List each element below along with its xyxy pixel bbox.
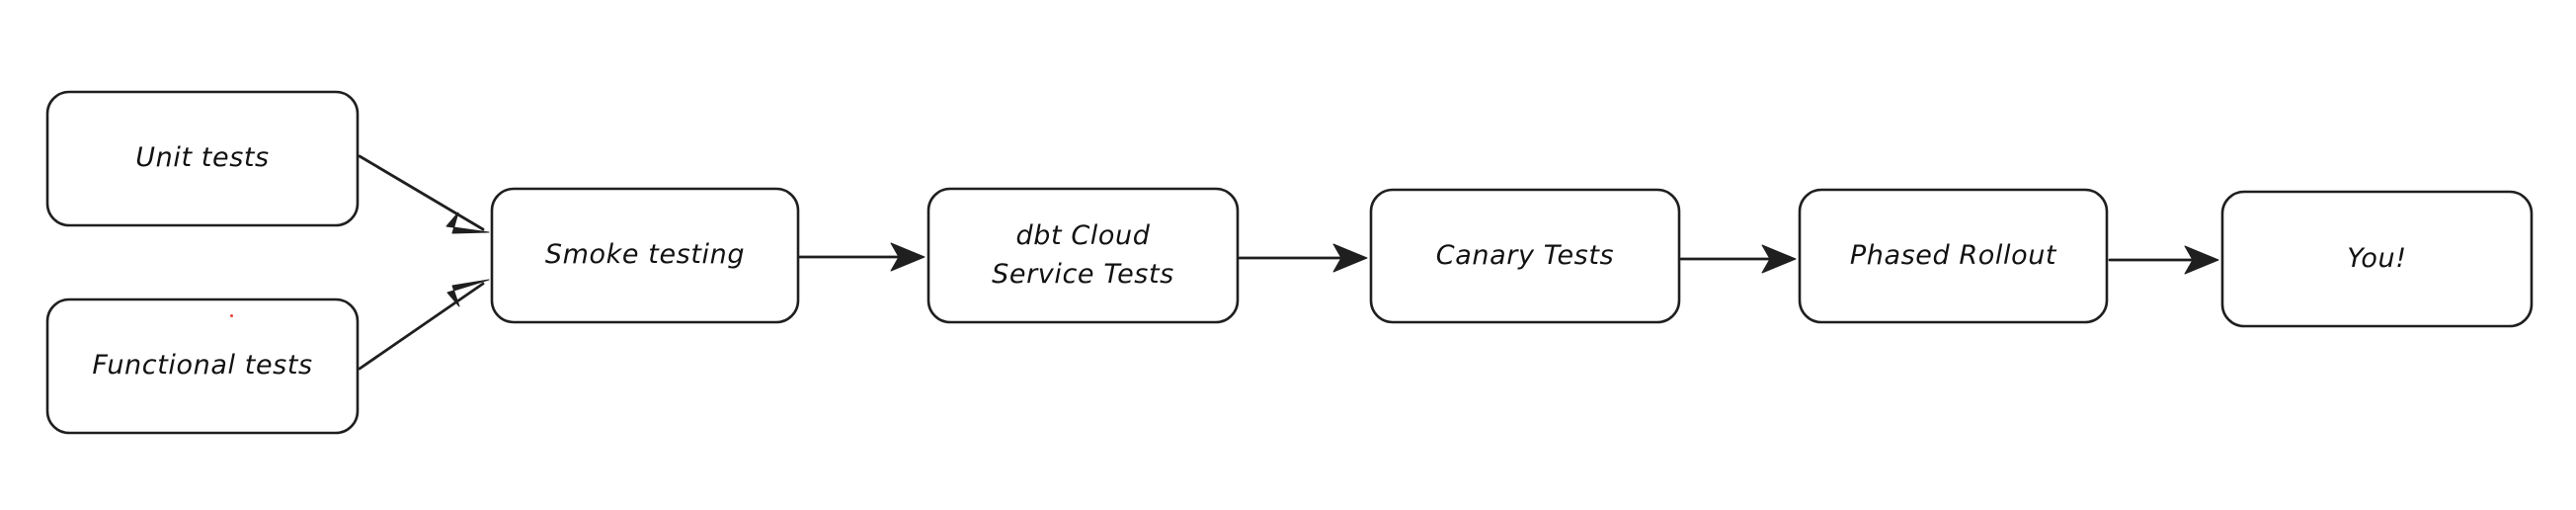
arrowhead-smoke-to-dbt [890,242,926,272]
edge-canary-to-phased [1679,244,1797,274]
arrowhead-canary-to-phased [1761,244,1797,274]
edges [358,154,2219,371]
edge-unit-to-smoke [358,154,490,234]
arrowhead-dbt-to-canary [1332,243,1368,273]
edge-functional-to-smoke [358,279,490,371]
node-shape-canary-tests[interactable] [1369,188,1681,324]
arrowhead-phased-to-you [2184,245,2219,275]
edge-dbt-to-canary [1238,243,1368,273]
arrowhead-functional-to-smoke [446,279,490,307]
node-shape-phased-rollout[interactable] [1798,188,2109,324]
render-artifact-dot [230,314,233,317]
edge-line-functional-to-smoke [358,282,485,371]
node-shape-functional-tests[interactable] [45,298,360,435]
edge-phased-to-you [2108,245,2219,275]
node-shape-unit-tests[interactable] [45,90,360,227]
node-shapes [45,90,2534,435]
node-shape-smoke-testing[interactable] [490,187,800,324]
edge-line-unit-to-smoke [358,154,485,231]
arrowhead-unit-to-smoke [445,212,490,234]
edge-smoke-to-dbt [798,242,926,272]
node-shape-you[interactable] [2220,190,2534,328]
node-shape-dbt-cloud-service-tests[interactable] [926,187,1240,324]
